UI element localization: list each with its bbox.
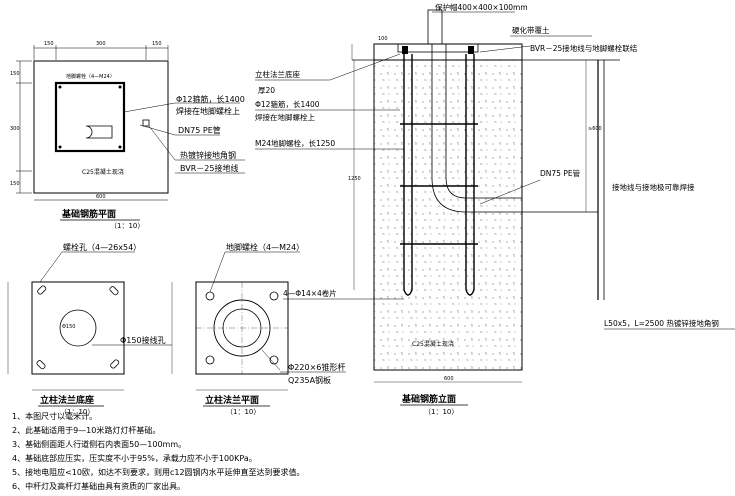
base-plate-title: 立柱法兰底座 [40,394,94,406]
elevation-bolt-label: M24地脚螺栓，长1250 [255,138,335,148]
plan-dim-left-1: 150 [10,71,20,77]
elevation-thick-label: 厚20 [258,86,275,95]
elevation-pipe [431,44,522,213]
flange-scale: （1：10） [226,408,260,416]
plan-callouts: Φ12箍筋，长1400 焊接在地脚螺栓上 DN75 PE管 热镀锌接地角钢 BV… [123,94,245,174]
elevation-dim-bottom: 600 [444,376,454,382]
plan-dim-left-3: 150 [10,181,20,187]
bvr-bolt-label: BVR－25接地线与地脚螺栓联结 [530,43,638,53]
plan-dim-top-3: 150 [152,41,162,47]
note-4: 4、基础底部应压实，压实度不小于95%，承载力应不小于100KPa。 [12,453,257,463]
plan-angle-steel [142,119,150,127]
foundation-plan: 150 300 150 150 300 150 地脚螺栓（4—M24） C25混… [10,41,169,230]
base-plate-view: Φ150 螺栓孔（4—26x54） Φ150接线孔 立柱法兰底座 （1：10） [7,242,172,416]
foundation-elevation: 1250 600 100 ≥600 保护帽400×400×100mm 硬化带覆土… [255,2,735,416]
ground-link-label: 接地线与接地极可靠焊接 [612,182,695,192]
plan-dim-top-2: 300 [96,41,106,47]
note-3: 3、基础侧面距人行道侧石内表面50—100mm。 [12,439,186,449]
note-2: 2、此基础适用于9—10米路灯灯杆基础。 [12,425,160,435]
plan-angle-label: 热镀锌接地角钢 [180,150,236,160]
elevation-rebar-label: Φ12箍筋，长1400 [255,99,320,109]
plan-concrete-label: C25混凝土现浇 [82,168,124,176]
base-plate-hole-label: Φ150接线孔 [120,335,166,345]
elevation-pipe-label: DN75 PE管 [540,168,581,178]
flange-plate-label: Φ220×6锥形杆 [288,362,345,372]
plan-title: 基础钢筋平面 [61,208,116,220]
plan-outline [33,60,169,194]
elevation-dim-left: 1250 [348,176,361,182]
angle-steel-label: L50x5，L=2500 热镀锌接地角钢 [604,318,719,328]
base-plate-scale: （1：10） [60,408,94,416]
plan-rebar-label: Φ12箍筋，长1400 [176,94,245,104]
base-plate-outline [31,281,125,375]
base-plate-hole [59,309,97,347]
plan-rebar-cage [54,81,126,153]
plan-pipe [85,125,113,139]
cap-label: 保护帽400×400×100mm [435,2,528,12]
note-6: 6、中杆灯及高杆灯基础由具有资质的厂家出具。 [12,481,185,491]
plan-rebar-sub: 焊接在地脚螺栓上 [176,106,240,116]
plan-bolt-label: 地脚螺栓（4—M24） [66,73,115,80]
plan-pipe-label: DN75 PE管 [178,125,221,135]
elevation-stirrup-label: 4—Φ14×4卷片 [283,288,337,298]
flange-title: 立柱法兰平面 [205,394,259,406]
flange-material-label: Q235A钢板 [288,375,331,385]
notes: 1、本图尺寸以毫米计。 2、此基础适用于9—10米路灯灯杆基础。 3、基础侧面距… [12,411,305,491]
elevation-scale: （1：10） [424,408,458,416]
plan-scale: （1：10） [110,222,144,230]
pole-stub [427,9,443,45]
base-plate-hole-dim: Φ150 [62,324,75,330]
plan-bvr-label: BVR－25接地线 [180,163,238,173]
note-5: 5、接地电阻应<10欧，如达不到要求，则用c12圆钢内水平延伸直至达到要求值。 [12,467,305,477]
elevation-dim-right: ≥600 [588,126,602,132]
elevation-title: 基础钢筋立面 [401,393,456,405]
elevation-rebar-sub: 焊接在地脚螺栓上 [255,112,315,122]
note-1: 1、本图尺寸以毫米计。 [12,411,97,421]
elevation-base-label: 立柱法兰底座 [255,69,300,79]
plan-dim-bottom: 600 [96,194,106,200]
flange-plan-view: 地脚螺栓（4—M24） Φ220×6锥形杆 Q235A钢板 立柱法兰平面 （1：… [171,242,346,416]
elevation-concrete [373,59,523,371]
elevation-dim-top: 100 [378,36,388,42]
base-plate-bolt-label: 螺栓孔（4—26x54） [63,242,141,252]
cover-soil-label: 硬化带覆土 [512,25,550,35]
elevation-concrete-label: C25混凝土现浇 [412,340,454,348]
plan-dim-left-2: 300 [10,126,20,132]
flange-bolt-label: 地脚螺栓（4—M24） [226,242,304,252]
plan-dim-top-1: 150 [44,41,54,47]
